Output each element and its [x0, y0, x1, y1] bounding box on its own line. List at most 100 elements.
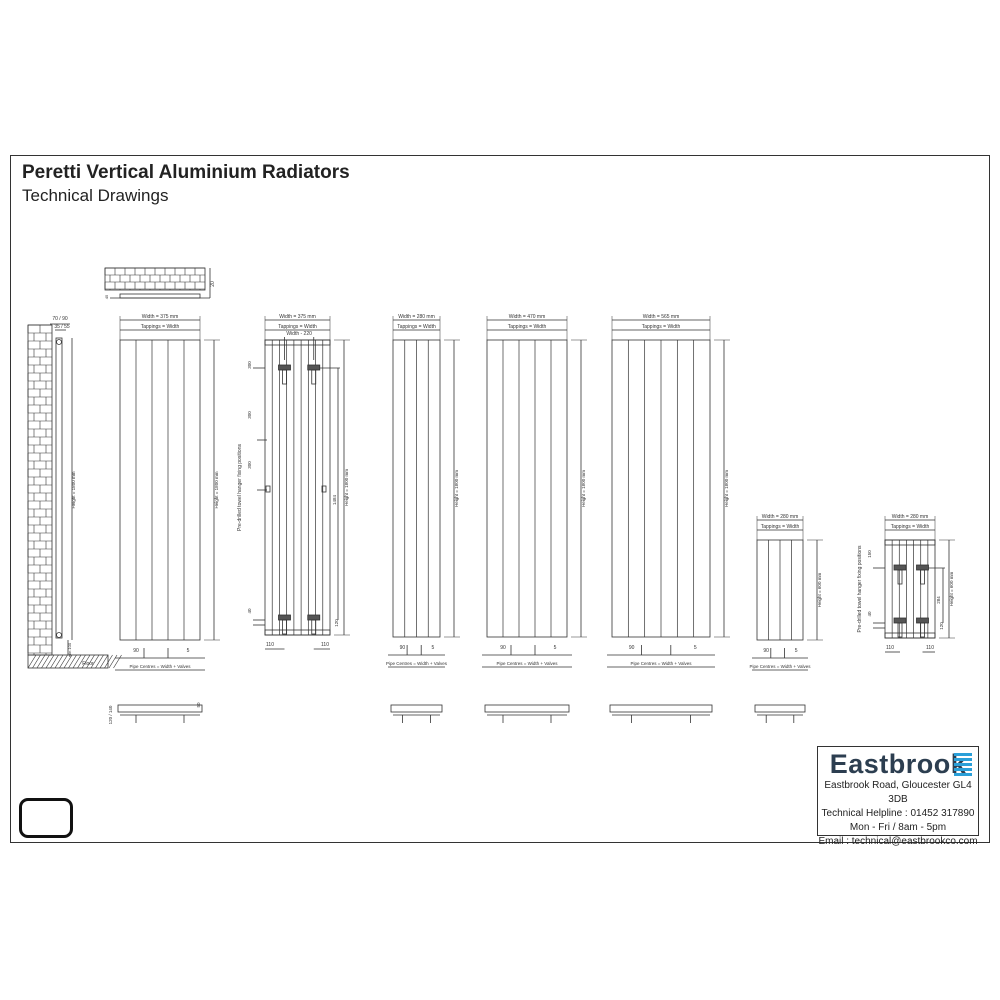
tappings-label: Tappings = Width	[891, 524, 930, 530]
towel-bracket	[307, 614, 321, 621]
dim-300-label: 300	[247, 411, 252, 419]
pipe-centres-label: Pipe Centres = Width + Valves	[631, 661, 693, 666]
dim-110-label: 110	[321, 642, 329, 648]
dim-110-label: 110	[266, 642, 274, 648]
hatch-line	[108, 654, 118, 669]
side-height-label: Height = 1800 mm	[71, 471, 76, 508]
hatch-line	[77, 654, 86, 669]
towel-fixing	[265, 485, 271, 493]
hatch-line	[95, 654, 104, 669]
width-label: Width = 375 mm	[142, 314, 179, 320]
dim-120-label: 120	[334, 619, 339, 627]
hatch-line	[41, 654, 50, 669]
hatch-line	[81, 654, 91, 669]
radiator-bottom-view	[609, 704, 713, 713]
bottom-header	[884, 632, 936, 639]
bracket-plate	[920, 622, 925, 638]
dim-150-label: 150	[867, 550, 872, 558]
towel-bracket	[893, 564, 907, 571]
width-label: Width = 280 mm	[892, 514, 929, 520]
contact-email: Email : technical@eastbrookco.com	[818, 836, 978, 847]
bracket-plate	[897, 622, 903, 638]
pipe-offset-label: 35 / 55	[54, 324, 70, 330]
towel-bracket	[893, 617, 907, 624]
towel-bracket	[916, 617, 929, 624]
dim-120-label: 120	[939, 622, 944, 630]
hatch-line	[45, 654, 55, 669]
hatch-line	[86, 654, 95, 669]
page-title: Peretti Vertical Aluminium Radiators	[22, 162, 350, 183]
width-220-label: Width - 220	[286, 331, 312, 337]
tappings-label: Tappings = Width	[761, 524, 800, 530]
pipe-centres-label: Pipe Centres = Width + Valves	[497, 661, 559, 666]
tappings-label: Tappings = Width	[642, 324, 681, 330]
dim-1484-label: 1484	[332, 494, 337, 505]
company-address: Eastbrook Road, Gloucester GL4 3DB	[824, 780, 972, 805]
technical-helpline: Technical Helpline : 01452 317890	[821, 808, 975, 819]
floor-label: Floor	[82, 661, 94, 667]
height-label: Height = 1800 mm	[344, 469, 349, 506]
radiator-front-outline	[884, 539, 936, 639]
top-valve	[56, 339, 62, 345]
height-label: Height = 1800 mm	[454, 470, 459, 507]
dim-5-label: 5	[694, 645, 697, 651]
towel-hanger-note: Pre-drilled towel hanger fixing position…	[857, 545, 863, 632]
top-depth-label: 20	[210, 281, 216, 287]
radiator-bottom-view	[390, 704, 443, 713]
wall-offset-label: 70 / 90	[52, 316, 68, 322]
dim-110-label: 110	[926, 645, 934, 651]
pipe-centres-label: Pipe Centres = Width + Valves	[750, 664, 812, 669]
towel-bracket	[278, 364, 291, 371]
dim-90-label: 90	[500, 645, 506, 651]
height-label: Height = 1800 mm	[214, 471, 219, 508]
width-label: Width = 375 mm	[279, 314, 316, 320]
hatch-line	[63, 654, 73, 669]
bottom-depth-label: 120 / 140	[108, 705, 113, 724]
tappings-label: Tappings = Width	[508, 324, 547, 330]
dim-5-label: 5	[554, 645, 557, 651]
radiator-bottom-view	[484, 704, 570, 713]
height-label: Height = 600 mm	[817, 573, 822, 608]
dim-110-label: 110	[886, 645, 894, 651]
bracket-plate	[282, 619, 287, 635]
dim-40-label: 40	[867, 611, 872, 617]
width-label: Width = 280 mm	[398, 314, 435, 320]
dim-300-label: 300	[247, 361, 252, 369]
tappings-label: Tappings = Width	[278, 324, 317, 330]
dim-284-label: 284	[936, 596, 941, 604]
pipe-centres-label: Pipe Centres = Width + Valves	[386, 661, 448, 666]
hatch-line	[59, 654, 68, 669]
radiator-bottom-view	[117, 704, 203, 713]
radiator-top-profile	[119, 293, 201, 299]
top-header	[264, 339, 331, 346]
dim-300-label: 300	[247, 461, 252, 469]
page-subtitle: Technical Drawings	[22, 186, 169, 205]
hatch-line	[68, 654, 77, 669]
dim-90-label: 90	[629, 645, 635, 651]
hatch-line	[54, 654, 64, 669]
radiator-side-profile	[55, 337, 63, 639]
bracket-plate	[282, 369, 287, 385]
height-label: Height = 1800 mm	[581, 470, 586, 507]
hatch-line	[50, 654, 59, 669]
radiator-front-outline	[486, 339, 568, 638]
hatch-line	[90, 654, 100, 669]
pipe-centres-label: Pipe Centres = Width + Valves	[130, 664, 192, 669]
brand-waves-icon	[954, 753, 972, 778]
hatch-line	[32, 654, 41, 669]
hatch-line	[104, 654, 113, 669]
rounded-frame-symbol	[19, 798, 73, 838]
towel-bracket	[916, 564, 929, 571]
top-gap-label: 45	[104, 294, 109, 299]
dim-40-label: 40	[247, 608, 252, 614]
dim-90-label: 90	[400, 645, 406, 651]
bracket-plate	[311, 619, 317, 635]
dim-90-label: 90	[763, 648, 769, 654]
bracket-plate	[897, 569, 903, 585]
towel-bracket	[278, 614, 291, 621]
hatch-line	[27, 654, 37, 669]
towel-hanger-note: Pre-drilled towel hanger fixing position…	[237, 444, 243, 531]
tappings-label: Tappings = Width	[397, 324, 436, 330]
bottom-header	[264, 629, 331, 636]
